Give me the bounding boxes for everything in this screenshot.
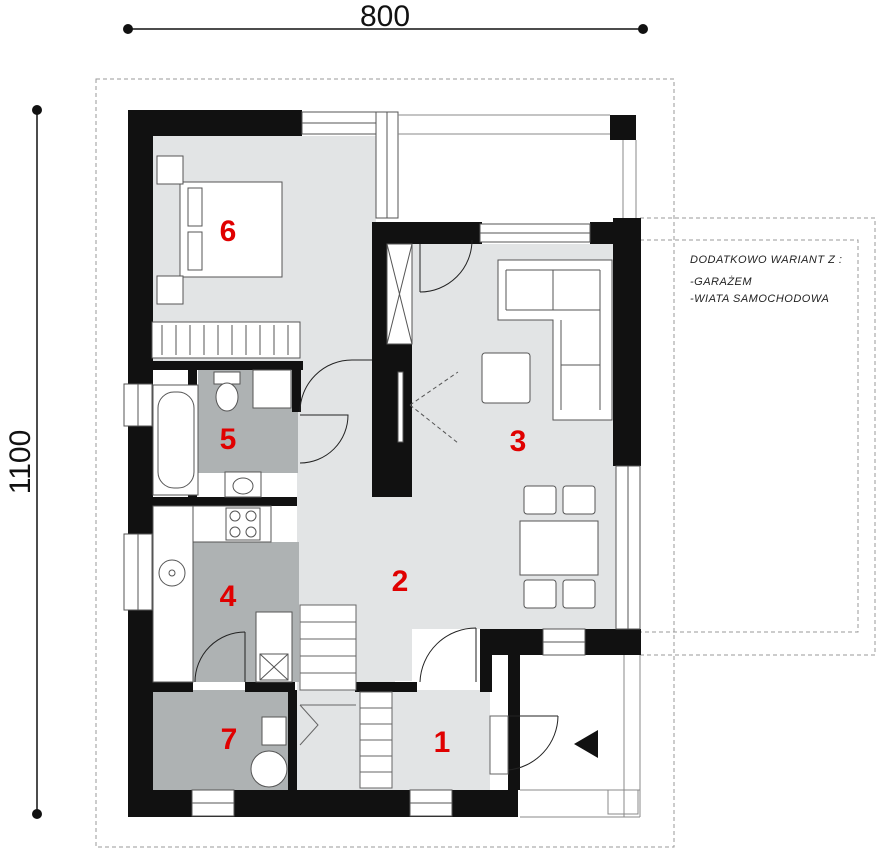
wardrobe — [151, 321, 301, 359]
toilet — [213, 371, 241, 412]
washbasin — [224, 471, 262, 498]
room-number-7: 7 — [221, 723, 238, 756]
room-number-5: 5 — [220, 423, 237, 456]
washing-machine — [252, 369, 292, 409]
cooktop — [225, 507, 261, 541]
width-dimension-label: 800 — [360, 0, 410, 33]
variant-note-title: DODATKOWO WARIANT Z : — [690, 254, 842, 266]
variant-note-carport: -WIATA SAMOCHODOWA — [690, 293, 829, 305]
room-number-2: 2 — [392, 565, 409, 598]
utility-equipment — [250, 716, 288, 788]
room-number-4: 4 — [220, 580, 237, 613]
stairs — [299, 604, 393, 789]
bathtub — [152, 384, 199, 496]
dimension-width: 800 — [123, 0, 648, 34]
room-number-3: 3 — [510, 425, 527, 458]
windows — [123, 111, 641, 817]
room-number-1: 1 — [434, 726, 451, 759]
kitchen-sink — [158, 559, 186, 587]
dimension-height: 1100 — [4, 105, 42, 819]
entrance-porch — [520, 655, 641, 818]
room-number-6: 6 — [220, 215, 237, 248]
variant-note-garage: -GARAŻEM — [690, 276, 752, 288]
fridge — [255, 611, 293, 683]
variant-note: DODATKOWO WARIANT Z : -GARAŻEM -WIATA SA… — [690, 254, 842, 305]
terrace — [398, 114, 637, 218]
room-numbers: 1 2 3 4 5 6 7 — [220, 215, 527, 759]
tv-wall-unit — [386, 243, 459, 444]
height-dimension-label: 1100 — [4, 430, 37, 495]
doors — [194, 239, 559, 775]
dining-set — [519, 485, 599, 609]
garage-variant-outline — [640, 217, 876, 656]
bed — [156, 155, 283, 305]
plot-outline — [95, 78, 675, 848]
sofa — [497, 259, 613, 421]
entrance-arrow-icon — [574, 730, 598, 758]
coffee-table — [481, 352, 531, 404]
